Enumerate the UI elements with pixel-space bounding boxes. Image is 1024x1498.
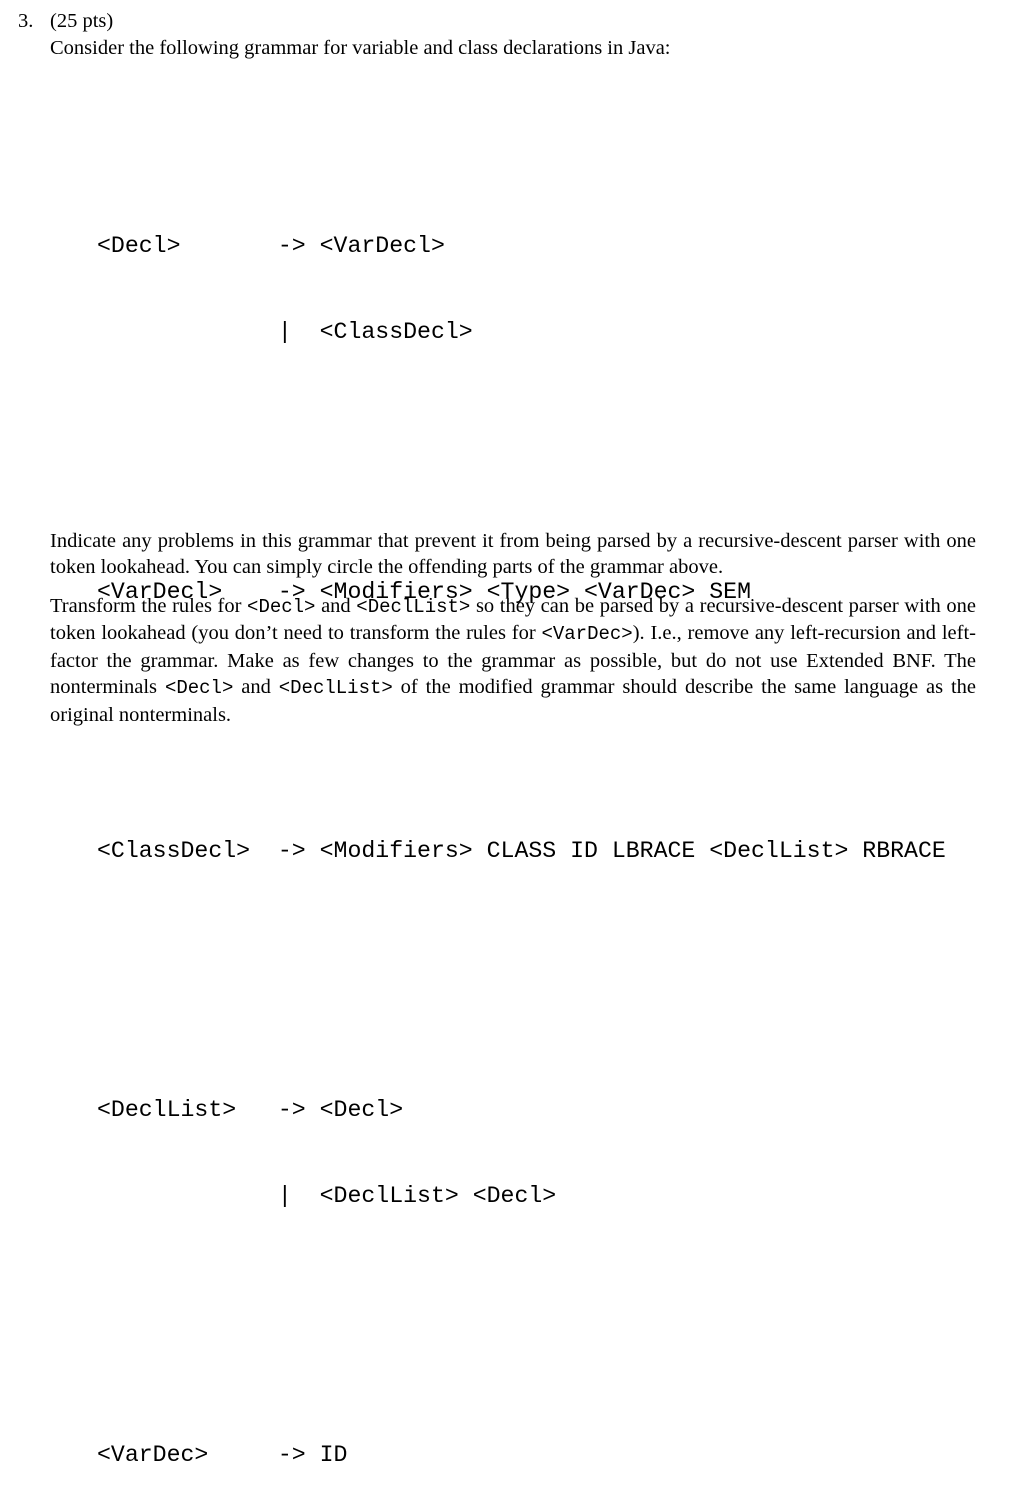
code-decl: <Decl> (247, 595, 316, 618)
grammar-rule-vardec: <VarDec> -> ID | ID ASSIGN <Exp> | <VarD… (97, 1384, 946, 1498)
problem-intro-text: Consider the following grammar for varia… (50, 37, 671, 59)
code-decl-2: <Decl> (164, 677, 234, 699)
grammar-line: | <DeclList> <Decl> (97, 1183, 557, 1210)
paragraph-indicate-problems: Indicate any problems in this grammar th… (50, 529, 976, 579)
code-decllist-2: <DeclList> (278, 677, 393, 699)
grammar-rule-decllist: <DeclList> -> <Decl> | <DeclList> <Decl> (97, 1038, 946, 1268)
grammar-block: <Decl> -> <VarDecl> | <ClassDecl> <VarDe… (97, 88, 946, 1498)
code-vardec: <VarDec> (541, 623, 633, 645)
grammar-line: <ClassDecl> -> <Modifiers> CLASS ID LBRA… (97, 837, 946, 864)
paragraph-transform-rules: Transform the rules for <Decl> and <Decl… (50, 593, 976, 729)
problem-number: 3. (18, 10, 34, 32)
grammar-line: <DeclList> -> <Decl> (97, 1096, 404, 1123)
grammar-line: <Decl> -> <VarDecl> (97, 232, 445, 259)
grammar-rule-vardecl: <VarDecl> -> <Modifiers> <Type> <VarDec>… (97, 520, 946, 664)
code-decllist: <DeclList> (356, 595, 471, 618)
problem-points: (25 pts) (50, 10, 114, 32)
document-page: 3. (25 pts) Consider the following gramm… (18, 8, 1008, 1468)
problem-header: 3. (25 pts) Consider the following gramm… (18, 8, 1008, 62)
text-segment: and (315, 594, 357, 617)
grammar-line: <VarDecl> -> <Modifiers> <Type> <VarDec>… (97, 578, 751, 605)
grammar-line: <VarDec> -> ID (97, 1442, 348, 1469)
text-segment: so they can be parsed by a recursive-des… (50, 594, 976, 645)
problem-title-line: 3. (25 pts) (18, 8, 1008, 35)
text-segment: and (233, 676, 279, 698)
grammar-rule-classdecl: <ClassDecl> -> <Modifiers> CLASS ID LBRA… (97, 779, 946, 923)
text-segment: Transform the rules for (50, 594, 248, 617)
text-segment: of the modified grammar should describe … (50, 676, 976, 726)
grammar-rule-decl: <Decl> -> <VarDecl> | <ClassDecl> (97, 174, 946, 404)
text-segment: ). I.e., remove any left-recursion and l… (50, 622, 977, 698)
grammar-line: | <ClassDecl> (97, 319, 473, 346)
